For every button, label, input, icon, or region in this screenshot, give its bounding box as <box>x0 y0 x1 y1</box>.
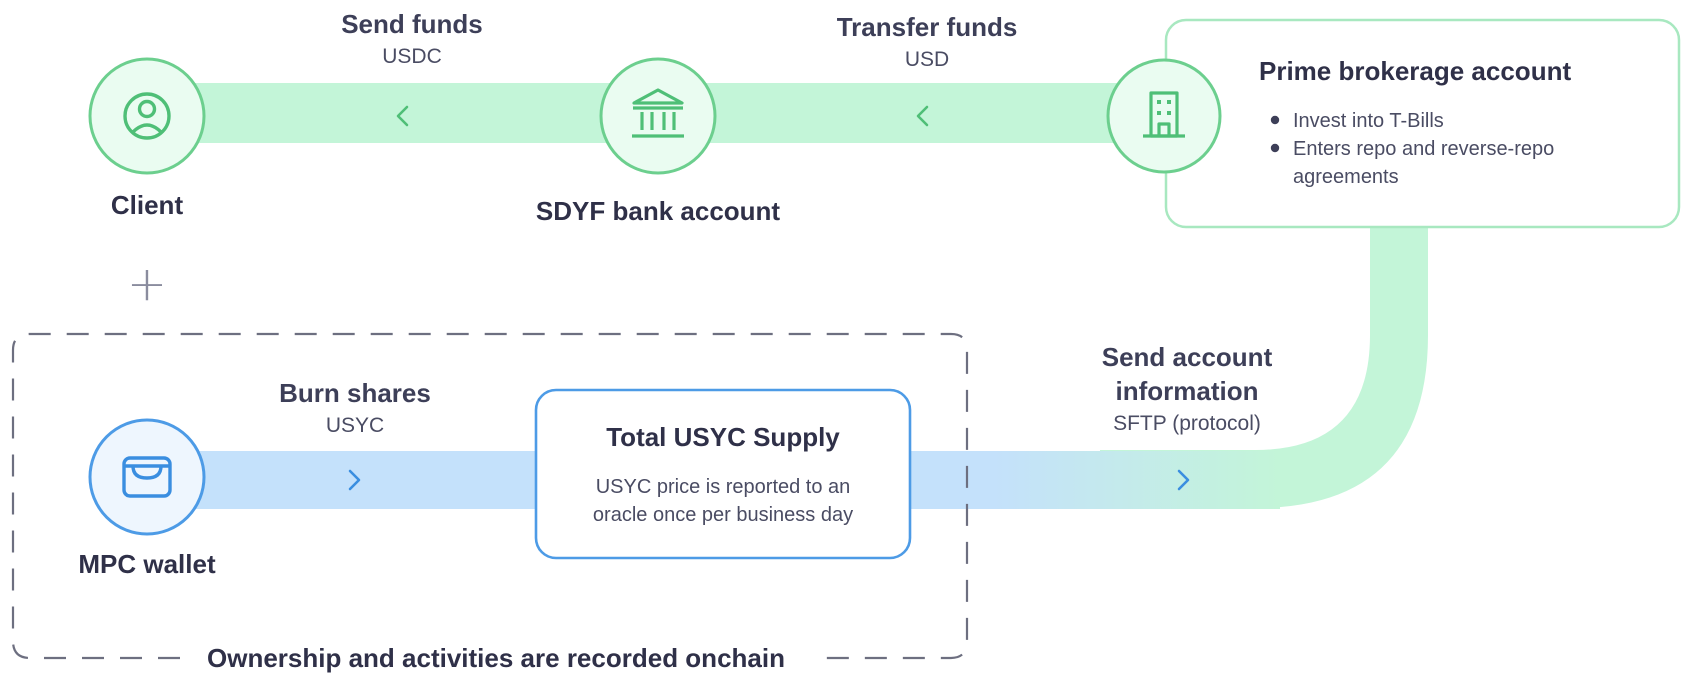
send-funds-title: Send funds <box>341 9 483 39</box>
bullet-text-continuation: agreements <box>1293 166 1399 188</box>
client-node[interactable]: Client <box>88 57 206 220</box>
return-flow-band <box>1100 200 1428 508</box>
prime-brokerage-title: Prime brokerage account <box>1259 56 1571 86</box>
bullet-text: Invest into T-Bills <box>1293 110 1444 132</box>
onchain-group-border <box>11 332 969 660</box>
chevron-left-icon <box>396 105 409 127</box>
chevron-left-icon <box>916 105 929 127</box>
send-account-info-title: Send account <box>1102 342 1273 372</box>
prime-brokerage-circle <box>1106 58 1222 174</box>
chevron-right-icon <box>348 469 361 491</box>
send-account-info-subtitle: SFTP (protocol) <box>1113 412 1261 435</box>
sdyf-bank-node[interactable]: SDYF bank account <box>536 57 780 226</box>
bullet-dot <box>1270 143 1280 153</box>
send-funds-subtitle: USDC <box>382 45 442 68</box>
usyc-supply-desc: oracle once per business day <box>593 504 853 526</box>
mpc-wallet-label: MPC wallet <box>78 549 216 579</box>
building-icon <box>1143 91 1185 138</box>
burn-shares-subtitle: USYC <box>326 414 384 437</box>
bullet-dot <box>1270 115 1280 125</box>
send-account-info-title: information <box>1116 376 1259 406</box>
plus-icon: + <box>127 256 167 312</box>
user-icon <box>123 92 171 140</box>
usyc-supply-desc: USYC price is reported to an <box>596 476 851 498</box>
client-label: Client <box>111 190 184 220</box>
chevron-right-icon <box>1177 469 1190 491</box>
mpc-wallet-node[interactable]: MPC wallet <box>78 418 216 579</box>
usyc-supply-title: Total USYC Supply <box>606 422 840 452</box>
usyc-supply-box <box>534 388 912 560</box>
sdyf-bank-circle <box>599 57 717 175</box>
burn-shares-title: Burn shares <box>279 378 431 408</box>
transfer-funds-subtitle: USD <box>905 48 949 71</box>
usyc-supply-node[interactable]: Total USYC Supply USYC price is reported… <box>534 388 912 560</box>
sdyf-bank-label: SDYF bank account <box>536 196 780 226</box>
bank-icon <box>632 88 684 138</box>
onchain-group-label: Ownership and activities are recorded on… <box>207 643 785 673</box>
wallet-icon <box>122 456 172 498</box>
prime-brokerage-node[interactable]: Prime brokerage account Invest into T-Bi… <box>1106 18 1681 229</box>
bullet-text: Enters repo and reverse-repo <box>1293 138 1554 160</box>
transfer-funds-title: Transfer funds <box>837 12 1018 42</box>
